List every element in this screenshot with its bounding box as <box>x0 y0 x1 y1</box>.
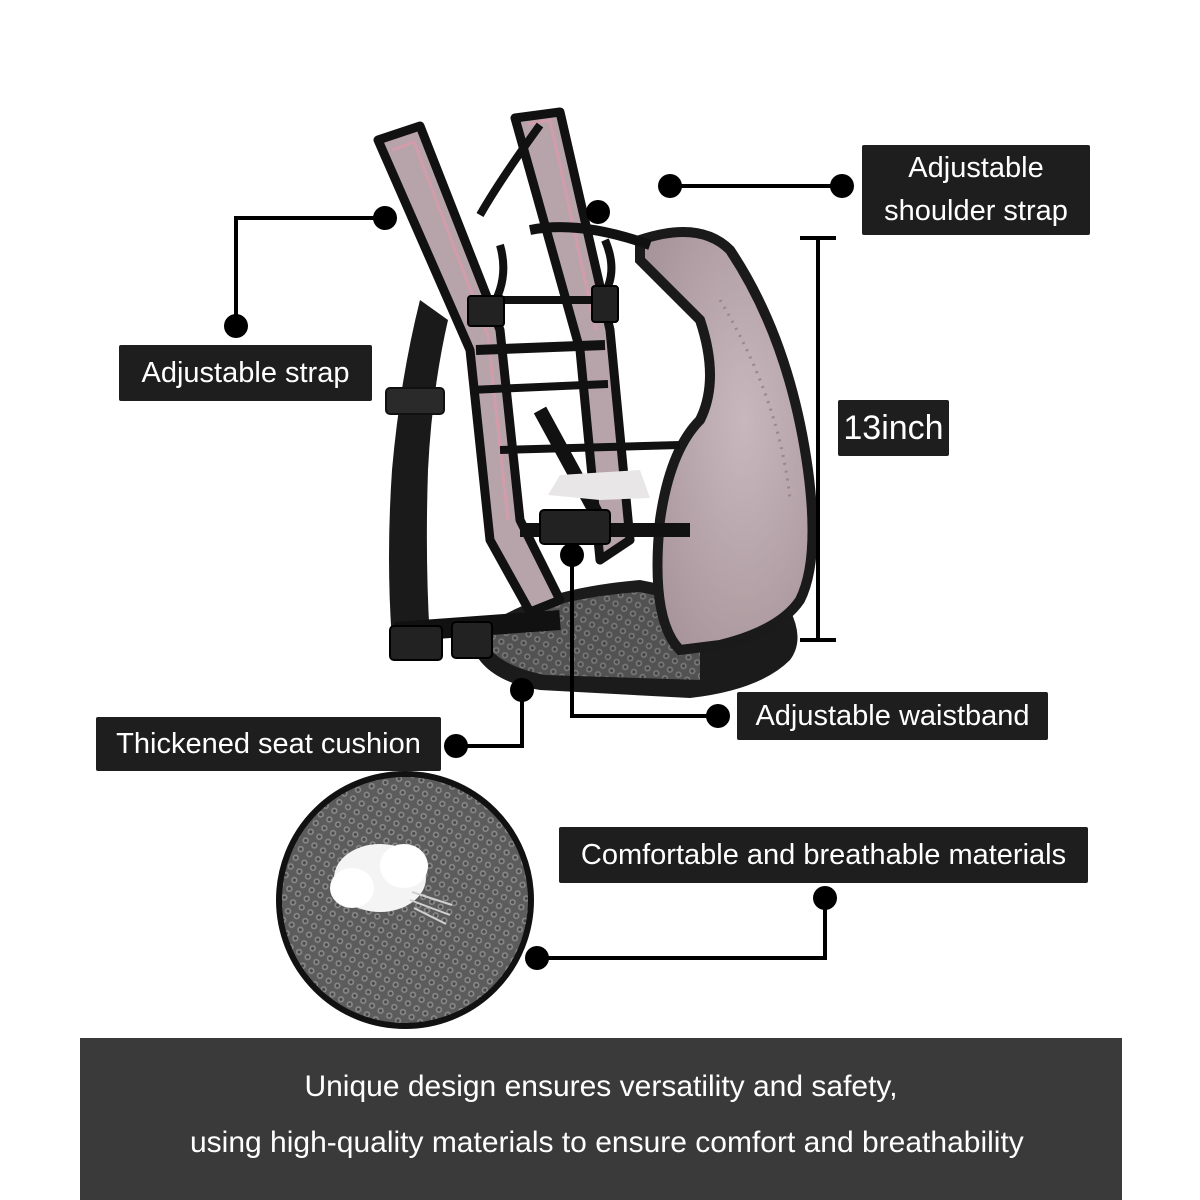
back-pad <box>635 227 818 656</box>
adjustable-shoulder-strap-label: Adjustable shoulder strap <box>862 145 1090 235</box>
footer-line-1: Unique design ensures versatility and sa… <box>304 1070 898 1103</box>
breathable-materials-label: Comfortable and breathable materials <box>559 827 1088 883</box>
adjustable-waistband-label: Adjustable waistband <box>737 692 1048 740</box>
product-illustration <box>224 107 854 1029</box>
footer-line-2: using high-quality materials to ensure c… <box>190 1126 1024 1159</box>
buckle-icon <box>389 285 619 661</box>
left-side-strap <box>385 300 448 640</box>
callout-dot-icon <box>224 174 854 970</box>
callout-lines <box>234 184 842 960</box>
adjustable-strap-label: Adjustable strap <box>119 345 372 401</box>
height-label: 13inch <box>838 400 949 456</box>
cloud-icon <box>330 844 453 925</box>
shoulder-strap-line-2: shoulder strap <box>884 195 1068 227</box>
thickened-seat-cushion-label: Thickened seat cushion <box>96 717 441 771</box>
footer-banner: Unique design ensures versatility and sa… <box>80 1038 1122 1200</box>
height-dimension-line <box>800 236 836 642</box>
shoulder-strap-line-1: Adjustable <box>908 152 1044 185</box>
